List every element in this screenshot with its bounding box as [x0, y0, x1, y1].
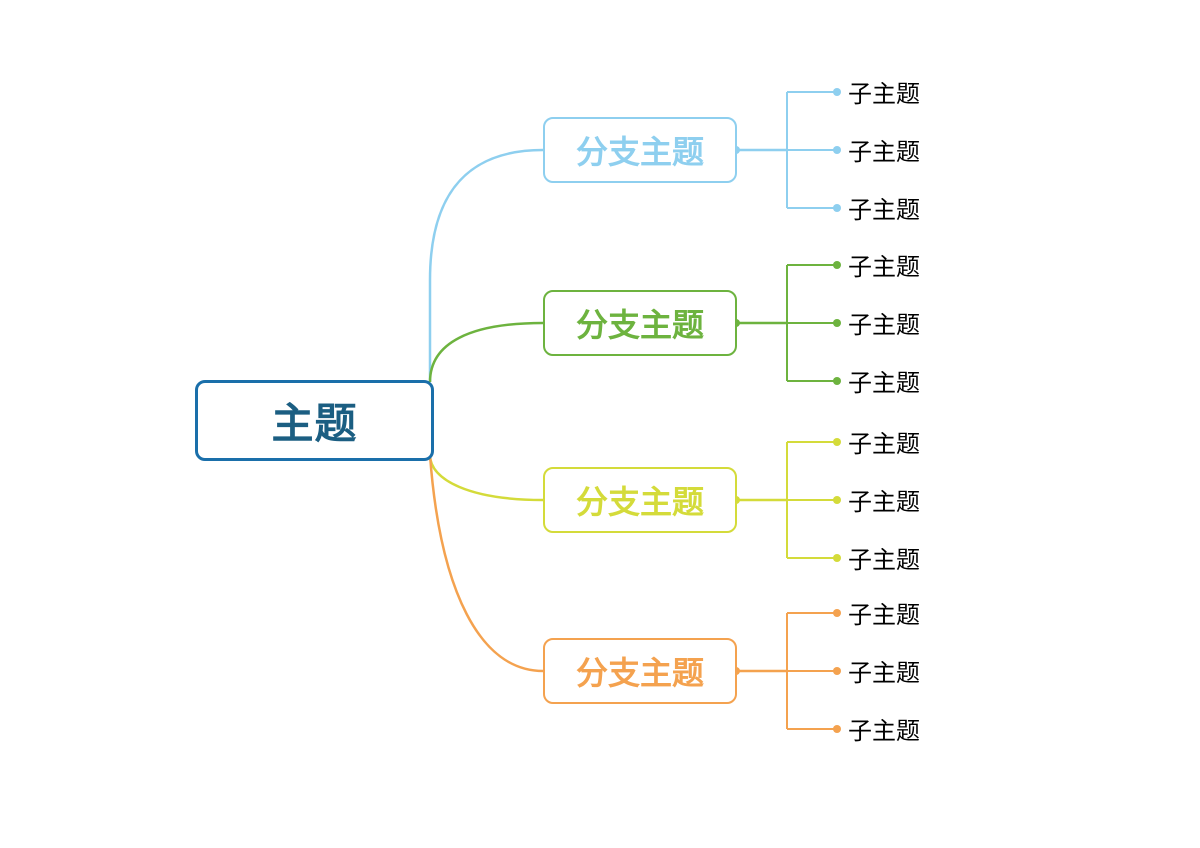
subtopic[interactable]: 子主题 [848, 311, 920, 339]
subtopic[interactable]: 子主题 [848, 546, 920, 574]
branch-topic-label: 分支主题 [575, 306, 704, 344]
branch-connector [428, 321, 544, 383]
branch-topic[interactable]: 分支主题 [543, 290, 737, 356]
subtopic[interactable]: 子主题 [848, 717, 920, 745]
branch-connector [428, 454, 544, 502]
branch-topic-label: 分支主题 [575, 133, 704, 171]
subtopic[interactable]: 子主题 [848, 196, 920, 224]
subtopic[interactable]: 子主题 [848, 430, 920, 458]
branch-connector [428, 454, 544, 673]
subtopic[interactable]: 子主题 [848, 659, 920, 687]
subtopic[interactable]: 子主题 [848, 253, 920, 281]
branch-topic[interactable]: 分支主题 [543, 638, 737, 704]
subtopic-dot [833, 496, 841, 504]
subtopic-dot [833, 438, 841, 446]
subtopic-dot [833, 667, 841, 675]
subtopic-dot [833, 146, 841, 154]
central-topic[interactable]: 主题 [195, 380, 434, 461]
branch-topic[interactable]: 分支主题 [543, 467, 737, 533]
subtopic-dot [833, 377, 841, 385]
subtopic-dot [833, 609, 841, 617]
subtopic[interactable]: 子主题 [848, 369, 920, 397]
subtopic-dot [833, 319, 841, 327]
subtopic-dot [833, 88, 841, 96]
branch-topic-label: 分支主题 [575, 483, 704, 521]
subtopic[interactable]: 子主题 [848, 488, 920, 516]
subtopic[interactable]: 子主题 [848, 138, 920, 166]
subtopic-dot [833, 725, 841, 733]
central-topic-label: 主题 [271, 399, 358, 448]
subtopic[interactable]: 子主题 [848, 601, 920, 629]
branch-topic[interactable]: 分支主题 [543, 117, 737, 183]
subtopic-dot [833, 261, 841, 269]
subtopic[interactable]: 子主题 [848, 80, 920, 108]
branch-connector [428, 148, 544, 382]
subtopic-dot [833, 554, 841, 562]
subtopic-dot [833, 204, 841, 212]
branch-topic-label: 分支主题 [575, 654, 704, 692]
